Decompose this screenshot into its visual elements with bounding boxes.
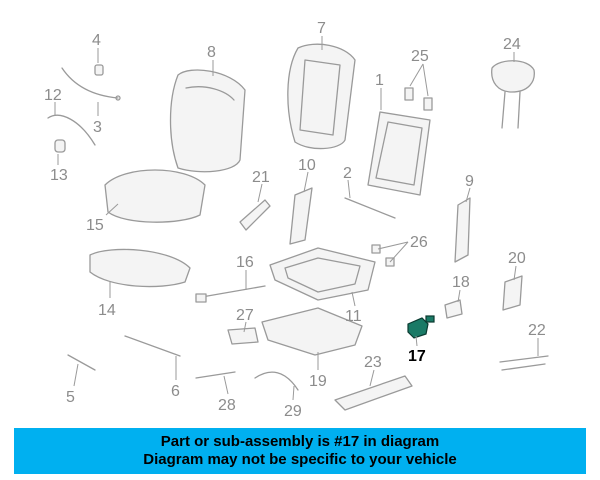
callout-17: 17 bbox=[408, 348, 426, 365]
callout-10: 10 bbox=[298, 157, 316, 174]
callout-19: 19 bbox=[309, 373, 327, 390]
part-8-seatback-cover bbox=[169, 69, 246, 173]
part-29-link bbox=[254, 371, 299, 391]
part-7-seatback-frame bbox=[287, 43, 356, 150]
callout-5: 5 bbox=[66, 389, 75, 406]
part-25-bolts bbox=[404, 87, 433, 111]
callout-14: 14 bbox=[98, 302, 116, 319]
part-10-bracket bbox=[289, 187, 313, 245]
banner-line-1: Part or sub-assembly is #17 in diagram bbox=[160, 433, 440, 450]
callout-3: 3 bbox=[93, 119, 102, 136]
part-19-pan bbox=[261, 307, 363, 356]
part-4-clip bbox=[94, 64, 104, 76]
part-27-bracket bbox=[227, 327, 259, 345]
leader-lines bbox=[54, 36, 539, 401]
callout-29: 29 bbox=[284, 403, 302, 420]
part-23-trim-panel bbox=[334, 375, 413, 411]
part-21-bracket bbox=[239, 199, 271, 231]
part-15-cushion-cover bbox=[104, 169, 206, 223]
part-6-rod bbox=[124, 335, 181, 357]
part-11-seat-frame bbox=[269, 247, 376, 301]
part-5-rail bbox=[67, 354, 96, 371]
callout-1: 1 bbox=[375, 72, 384, 89]
callout-8: 8 bbox=[207, 44, 216, 61]
part-18-bracket bbox=[444, 299, 463, 319]
part-13-clip bbox=[54, 139, 66, 153]
callout-25: 25 bbox=[411, 48, 429, 65]
callout-16: 16 bbox=[236, 254, 254, 271]
part-28-link bbox=[195, 371, 236, 379]
part-9-bracket bbox=[454, 197, 471, 263]
part-24-headrest bbox=[491, 60, 535, 129]
info-banner: Part or sub-assembly is #17 in diagram D… bbox=[14, 428, 586, 474]
part-16-rail bbox=[195, 285, 266, 303]
callout-26: 26 bbox=[410, 234, 428, 251]
callout-22: 22 bbox=[528, 322, 546, 339]
callout-11: 11 bbox=[345, 308, 362, 325]
part-1-back-frame bbox=[367, 111, 431, 196]
part-2-rod bbox=[344, 197, 396, 219]
callout-27: 27 bbox=[236, 307, 254, 324]
part-3-wire bbox=[61, 67, 121, 101]
callout-13: 13 bbox=[50, 167, 68, 184]
callout-24: 24 bbox=[503, 36, 521, 53]
callout-18: 18 bbox=[452, 274, 470, 291]
callout-15: 15 bbox=[86, 217, 104, 234]
callout-numbers: 4 8 7 25 24 1 12 3 13 15 21 10 2 9 26 14… bbox=[44, 20, 546, 420]
callout-7: 7 bbox=[317, 20, 326, 37]
callout-21: 21 bbox=[252, 169, 270, 186]
callout-28: 28 bbox=[218, 397, 236, 414]
callout-4: 4 bbox=[92, 32, 101, 49]
banner-line-2: Diagram may not be specific to your vehi… bbox=[143, 451, 457, 468]
part-14-cushion bbox=[89, 248, 191, 288]
callout-20: 20 bbox=[508, 250, 526, 267]
callout-12: 12 bbox=[44, 87, 62, 104]
callout-2: 2 bbox=[343, 165, 352, 182]
callout-6: 6 bbox=[171, 383, 180, 400]
callout-23: 23 bbox=[364, 354, 382, 371]
callout-9: 9 bbox=[465, 173, 474, 190]
part-12-cable bbox=[47, 114, 96, 146]
part-17-highlighted bbox=[407, 315, 435, 339]
part-20-cover bbox=[502, 275, 523, 311]
parts-diagram: 4 8 7 25 24 1 12 3 13 15 21 10 2 9 26 14… bbox=[44, 20, 549, 420]
part-22-rail bbox=[499, 355, 549, 371]
